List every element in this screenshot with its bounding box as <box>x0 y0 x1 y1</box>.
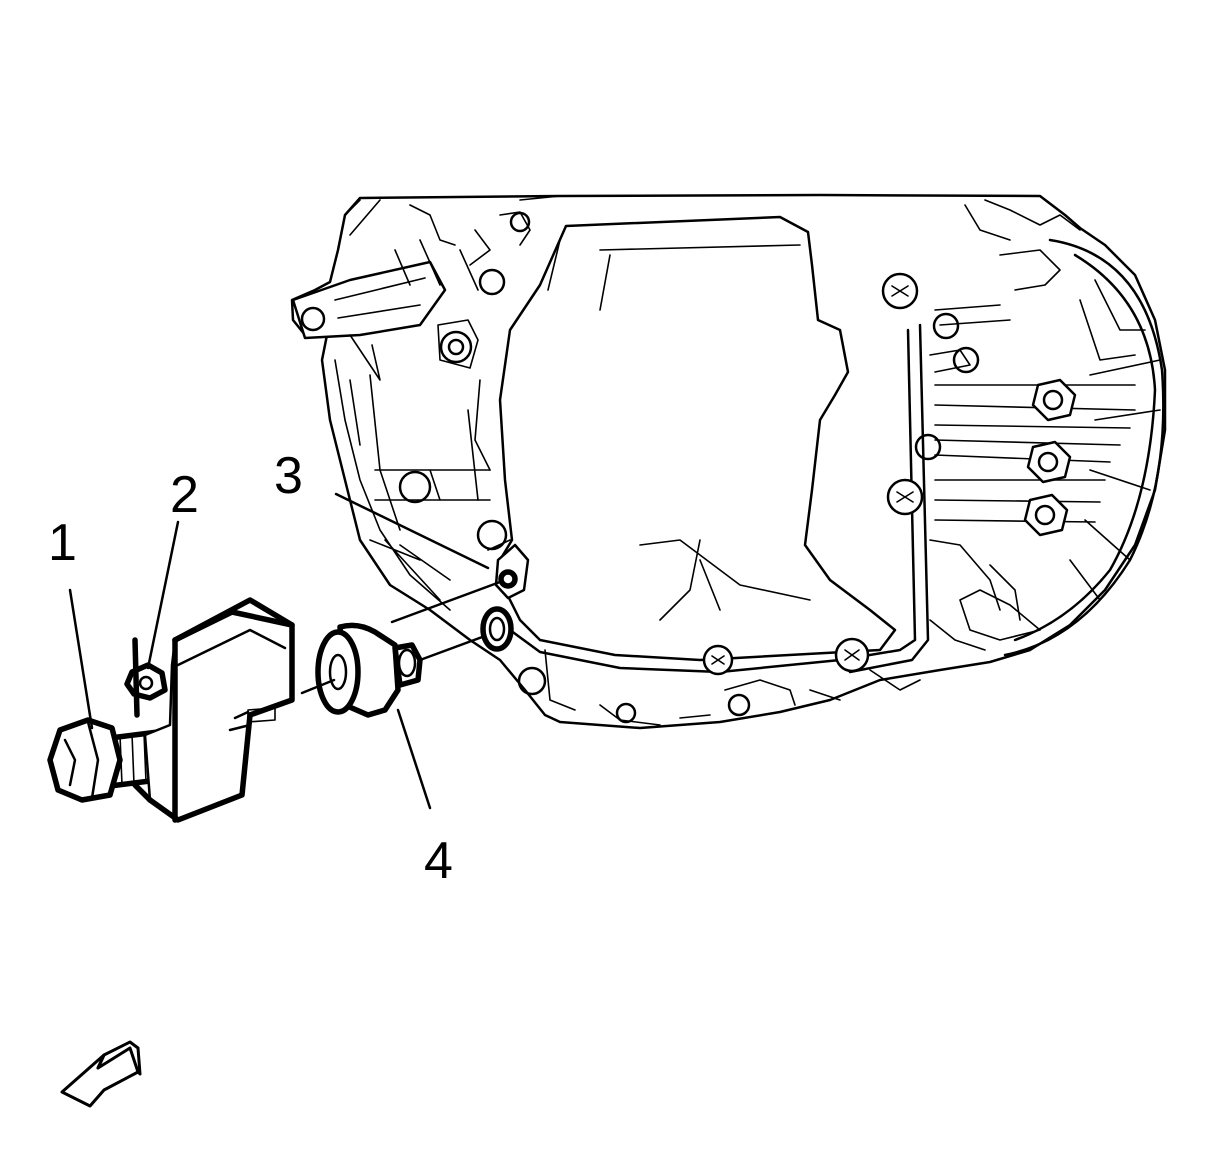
hex-bolt <box>1031 378 1077 422</box>
callout-2-leader <box>146 520 180 670</box>
mounting-bracket <box>132 597 295 823</box>
callout-4-leader <box>396 708 432 810</box>
front-direction-arrow-icon <box>60 1040 142 1108</box>
alignment-line <box>300 678 336 695</box>
callout-3-leader <box>334 492 490 570</box>
cover-bolt <box>881 272 919 310</box>
part-3-seal <box>480 606 514 652</box>
alignment-line <box>418 634 487 662</box>
transmission-housing <box>290 193 1167 730</box>
callout-1-leader <box>68 588 94 730</box>
part-4-plug <box>315 622 423 718</box>
callout-1: 1 <box>48 514 77 572</box>
hex-bolt <box>1023 493 1069 537</box>
cover-bolt <box>886 478 924 516</box>
callout-4: 4 <box>424 832 453 890</box>
cover-bolt <box>834 637 870 673</box>
cover-bolt <box>702 644 734 676</box>
alignment-line <box>390 580 502 624</box>
hex-bolt <box>1026 440 1072 484</box>
callout-3: 3 <box>274 447 303 505</box>
callout-2: 2 <box>170 466 199 524</box>
part-1-bolt <box>47 717 165 803</box>
part-2-nut <box>124 662 168 701</box>
